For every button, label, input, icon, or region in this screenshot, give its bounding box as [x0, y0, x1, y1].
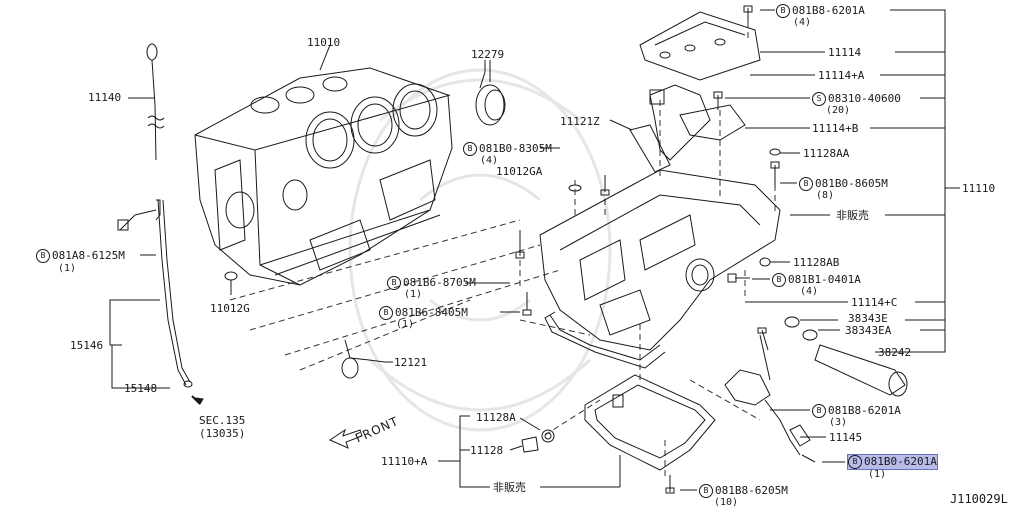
front-arrow	[328, 428, 363, 449]
callout-38343ea[interactable]: 38343EA	[845, 324, 892, 337]
bolt-symbol-icon: B	[799, 177, 813, 191]
callout-11128a[interactable]: 11128A	[476, 411, 516, 424]
bolt-symbol-icon: B	[812, 404, 826, 418]
part-number: 081B8-6205M	[715, 484, 788, 497]
part-number: 081B0-8305M	[479, 142, 552, 155]
part-number: 081B0-6201A	[864, 455, 937, 468]
callout-11012g[interactable]: 11012G	[210, 302, 250, 315]
callout-sec135-code: (13035)	[199, 427, 246, 440]
qty-081b1-0401a: (4)	[800, 286, 819, 297]
callout-11012ga[interactable]: 11012GA	[496, 165, 543, 178]
bolt-symbol-icon: B	[848, 455, 862, 469]
callout-11110a[interactable]: 11110+A	[381, 455, 428, 468]
callout-11128aa[interactable]: 11128AA	[803, 147, 850, 160]
callout-15148[interactable]: 15148	[124, 382, 158, 395]
rear-oil-seal-drawing	[475, 60, 506, 126]
oil-pan-drawing	[584, 374, 716, 471]
qty-081b0-8605m: (8)	[816, 190, 835, 201]
baffle-plate-drawing	[639, 11, 761, 161]
bolt-symbol-icon: B	[699, 484, 713, 498]
qty-081b0-8305m: (4)	[480, 155, 499, 166]
screw-symbol-icon: S	[812, 92, 826, 106]
bracket-11110	[870, 9, 960, 353]
part-number: 081B1-0401A	[788, 273, 861, 286]
part-number: 081B0-8605M	[815, 177, 888, 190]
callout-11121z[interactable]: 11121Z	[560, 115, 600, 128]
bolt-symbol-icon: B	[379, 306, 393, 320]
callout-38343e[interactable]: 38343E	[848, 312, 888, 325]
part-number: 081B6-8405M	[395, 306, 468, 319]
part-number: 081B6-8705M	[403, 276, 476, 289]
qty-081b6-8705m: (1)	[404, 289, 423, 300]
callout-15146[interactable]: 15146	[70, 339, 104, 352]
callout-12121[interactable]: 12121	[394, 356, 428, 369]
bolt-symbol-icon: B	[36, 249, 50, 263]
callout-11114c[interactable]: 11114+C	[851, 296, 898, 309]
callout-11010[interactable]: 11010	[307, 36, 341, 49]
callout-not-for-sale-2: 非販売	[493, 481, 526, 494]
callout-12279[interactable]: 12279	[471, 48, 505, 61]
cylinder-block-drawing	[194, 67, 453, 286]
callout-11145[interactable]: 11145	[829, 431, 863, 444]
bolt-symbol-icon: B	[387, 276, 401, 290]
qty-081b8-6201a-top: (4)	[793, 17, 812, 28]
strainer-drawing	[629, 124, 671, 173]
bolt-symbol-icon: B	[776, 4, 790, 18]
callout-11128[interactable]: 11128	[470, 444, 504, 457]
qty-081b8-6205m: (10)	[714, 497, 739, 508]
oil-tube-drawing	[784, 316, 908, 397]
part-number: 081A8-6125M	[52, 249, 125, 262]
callout-11110[interactable]: 11110	[962, 182, 996, 195]
callout-11128ab[interactable]: 11128AB	[793, 256, 840, 269]
part-number: 081B8-6201A	[828, 404, 901, 417]
bolt-symbol-icon: B	[463, 142, 477, 156]
drain-plug-drawing	[521, 429, 555, 453]
qty-08310-40600: (20)	[826, 105, 851, 116]
misc-bolts-drawing	[515, 5, 781, 494]
bolt-081a8-drawing	[117, 209, 157, 231]
bolt-symbol-icon: B	[772, 273, 786, 287]
callout-11114[interactable]: 11114	[828, 46, 862, 59]
callout-11140[interactable]: 11140	[88, 91, 122, 104]
callout-11114b[interactable]: 11114+B	[812, 122, 859, 135]
qty-081b0-6201a: (1)	[868, 469, 887, 480]
callout-11114a[interactable]: 11114+A	[818, 69, 865, 82]
bracket-11145-drawing	[724, 334, 816, 463]
qty-081a8-6125m: (1)	[58, 263, 77, 274]
diagram-code: J110029L	[950, 492, 1008, 506]
watermark-emblem	[348, 68, 612, 432]
oil-level-gauge-drawing	[146, 43, 204, 405]
leader-lines	[109, 9, 900, 491]
qty-081b8-6201a-mid: (3)	[829, 417, 848, 428]
callout-not-for-sale-1: 非販売	[836, 209, 869, 222]
part-number: 08310-40600	[828, 92, 901, 105]
callout-38242[interactable]: 38242	[878, 346, 912, 359]
o-ring-11012g-drawing	[224, 271, 238, 281]
knock-sensor-drawing	[341, 339, 386, 379]
callout-sec135[interactable]: SEC.135	[199, 414, 246, 427]
ladder-frame-drawing	[539, 169, 781, 369]
qty-081b6-8405m: (1)	[396, 319, 415, 330]
part-number: 081B8-6201A	[792, 4, 865, 17]
